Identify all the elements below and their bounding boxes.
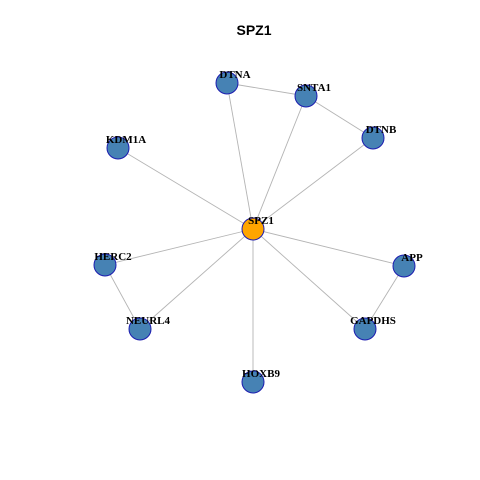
- node-label-herc2: HERC2: [94, 251, 132, 263]
- node-dtnb: [361, 126, 385, 150]
- node-label-hoxb9: HOXB9: [242, 368, 280, 380]
- node-kdm1a: [106, 136, 130, 160]
- node-label-kdm1a: KDM1A: [106, 134, 146, 146]
- node-label-neurl4: NEURL4: [126, 315, 171, 327]
- node-gapdhs: [353, 317, 377, 341]
- node-neurl4: [128, 317, 152, 341]
- node-label-snta1: SNTA1: [297, 82, 331, 94]
- node-herc2: [93, 253, 117, 277]
- node-hoxb9: [241, 370, 265, 394]
- node-snta1: [294, 84, 318, 108]
- edge-herc2-neurl4: [104, 264, 141, 330]
- edge-spz1-gapdhs: [252, 228, 366, 330]
- edge-snta1-dtnb: [305, 95, 374, 139]
- edge-spz1-app: [252, 228, 405, 267]
- node-label-spz1: SPZ1: [248, 215, 274, 227]
- node-app: [392, 254, 416, 278]
- node-label-app: APP: [401, 252, 423, 264]
- node-layer: [93, 71, 416, 394]
- node-dtna: [215, 71, 239, 95]
- node-label-gapdhs: GAPDHS: [350, 315, 396, 327]
- edge-spz1-dtna: [226, 82, 254, 230]
- node-label-dtnb: DTNB: [366, 124, 397, 136]
- edge-spz1-dtnb: [252, 137, 374, 230]
- graph-title: SPZ1: [236, 22, 271, 38]
- edge-app-gapdhs: [364, 265, 405, 330]
- edge-spz1-snta1: [252, 95, 307, 230]
- node-spz1: [241, 217, 265, 241]
- edge-spz1-kdm1a: [117, 147, 254, 230]
- edge-layer: [104, 82, 405, 382]
- edge-spz1-neurl4: [139, 228, 254, 330]
- node-label-dtna: DTNA: [219, 69, 250, 81]
- edge-spz1-herc2: [104, 228, 254, 266]
- edge-dtna-snta1: [226, 82, 307, 97]
